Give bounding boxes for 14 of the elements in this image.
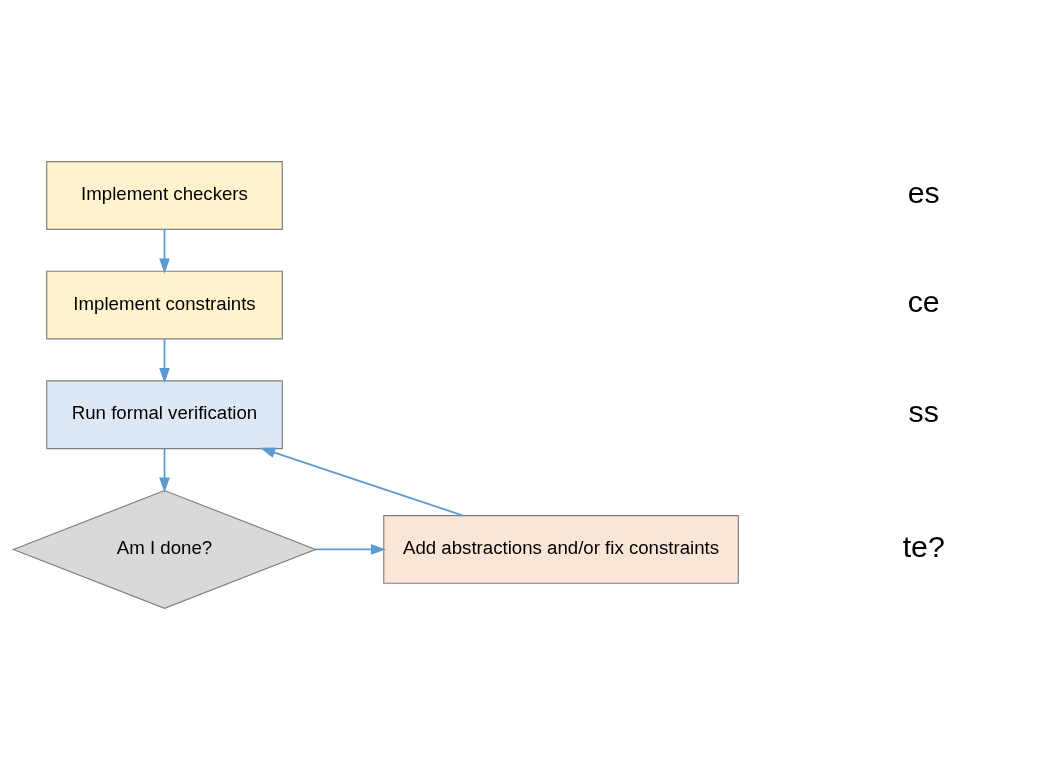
arrow [260, 447, 464, 516]
arrow [159, 228, 170, 274]
label: ce [907, 284, 940, 318]
label: ss [908, 394, 939, 428]
node-diamond: Am I done? [11, 489, 318, 609]
arrow [315, 543, 387, 555]
arrow [159, 337, 170, 383]
node-box: Run formal verification [46, 379, 283, 449]
label: es [907, 175, 940, 209]
node-box: Add abstractions and/or fix constraints [383, 514, 739, 584]
node-box: Implement checkers [46, 160, 283, 230]
arrow [159, 447, 170, 493]
label: te? [902, 529, 945, 563]
node-box: Implement constraints [46, 270, 283, 339]
